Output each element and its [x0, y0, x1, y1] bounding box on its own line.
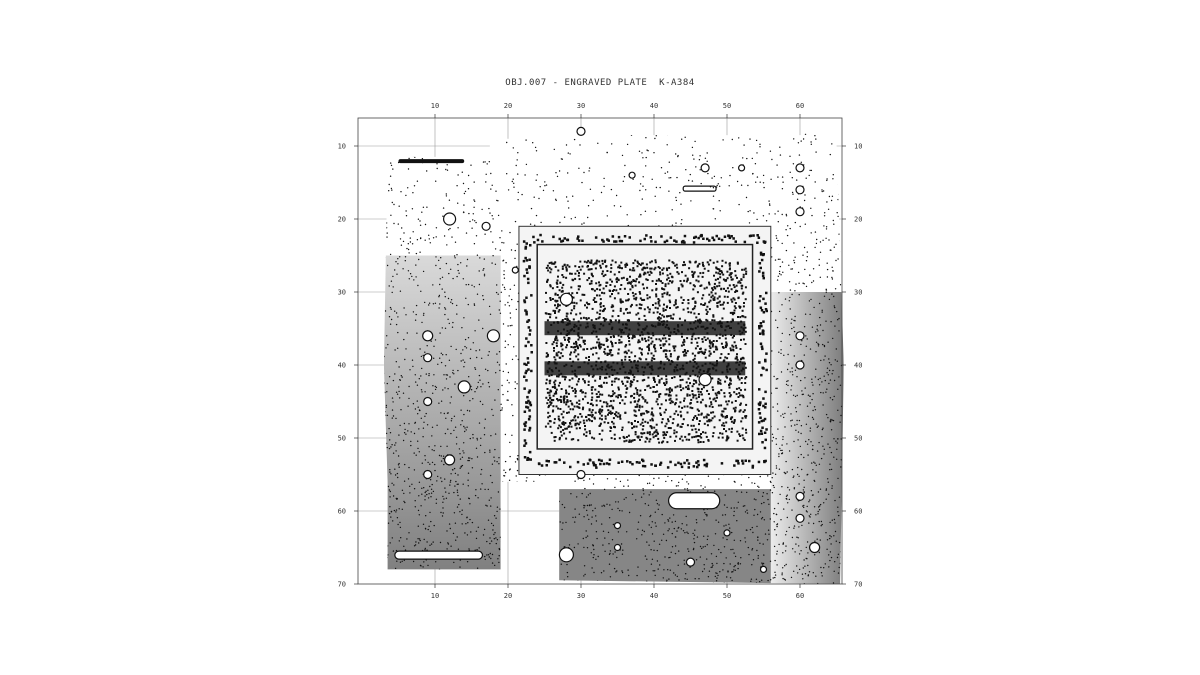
y-tick-label-right: 20: [854, 216, 862, 224]
bottom-slot: [394, 550, 484, 560]
y-tick-label-right: 50: [854, 435, 862, 443]
x-tick-label-top: 30: [577, 102, 585, 110]
hole: [723, 529, 731, 537]
hole: [737, 164, 746, 172]
panel-glyphs: [522, 233, 768, 469]
hole: [808, 541, 821, 554]
hole: [443, 212, 457, 226]
engraved-band: [544, 321, 746, 336]
upper-slot: [682, 185, 717, 192]
hole: [795, 163, 805, 173]
hole: [558, 547, 575, 563]
y-tick-label-left: 30: [338, 289, 346, 297]
hole: [423, 353, 433, 363]
hole: [576, 126, 586, 136]
x-tick-label-bottom: 30: [577, 592, 585, 600]
hole: [613, 521, 622, 530]
y-tick-label-left: 60: [338, 508, 346, 516]
plate-shade-right: [770, 292, 844, 584]
x-tick-label-bottom: 50: [723, 592, 731, 600]
top-slot: [398, 159, 465, 164]
hole: [511, 266, 519, 274]
y-tick-label-left: 70: [338, 581, 346, 589]
y-tick-label-left: 20: [338, 216, 346, 224]
engraved-band: [544, 361, 746, 376]
hole: [628, 171, 636, 179]
mounting-holes: [422, 126, 821, 574]
engraved-panel-border: [536, 243, 754, 450]
y-tick-label-right: 70: [854, 581, 862, 589]
hole: [576, 469, 586, 480]
y-tick-label-right: 10: [854, 143, 862, 151]
hole: [423, 469, 433, 480]
y-tick-label-left: 40: [338, 362, 346, 370]
hole: [700, 163, 710, 173]
x-tick-label-top: 50: [723, 102, 731, 110]
x-tick-label-top: 20: [504, 102, 512, 110]
y-tick-label-left: 10: [338, 143, 346, 151]
hole: [795, 331, 805, 341]
x-tick-label-bottom: 60: [796, 592, 804, 600]
plate-shade-bottom: [559, 489, 771, 584]
x-tick-label-top: 40: [650, 102, 658, 110]
plate-shade-left: [383, 255, 501, 584]
hole: [481, 221, 491, 231]
oval-cutout: [667, 492, 721, 510]
hole: [759, 565, 768, 574]
hole: [423, 396, 433, 407]
plot-frame: [357, 117, 843, 585]
hole: [795, 360, 805, 370]
x-tick-label-bottom: 40: [650, 592, 658, 600]
y-tick-label-right: 30: [854, 289, 862, 297]
engraved-plate-image: [383, 126, 844, 584]
hole: [795, 513, 805, 523]
hole: [444, 454, 456, 466]
y-tick-label-right: 40: [854, 362, 862, 370]
hole: [698, 373, 712, 387]
hole: [685, 557, 696, 567]
figure-title: OBJ.007 - ENGRAVED PLATE K-A384: [505, 78, 695, 88]
x-tick-label-bottom: 10: [431, 592, 439, 600]
y-tick-label-left: 50: [338, 435, 346, 443]
hole: [486, 329, 500, 343]
hole: [795, 207, 805, 217]
hole: [457, 380, 471, 394]
y-tick-label-right: 60: [854, 508, 862, 516]
hole: [795, 491, 805, 501]
x-tick-label-top: 10: [431, 102, 439, 110]
hole: [422, 330, 434, 342]
hole: [559, 292, 574, 306]
hole: [795, 185, 805, 195]
x-tick-label-top: 60: [796, 102, 804, 110]
axis-ticks: 10 10 20 20 30 30 40 40 50 50 60 60 10 10 20 20 30 30 40 40…: [338, 102, 863, 600]
hole: [613, 543, 622, 552]
engraved-pattern: [544, 259, 748, 444]
x-tick-label-bottom: 20: [504, 592, 512, 600]
